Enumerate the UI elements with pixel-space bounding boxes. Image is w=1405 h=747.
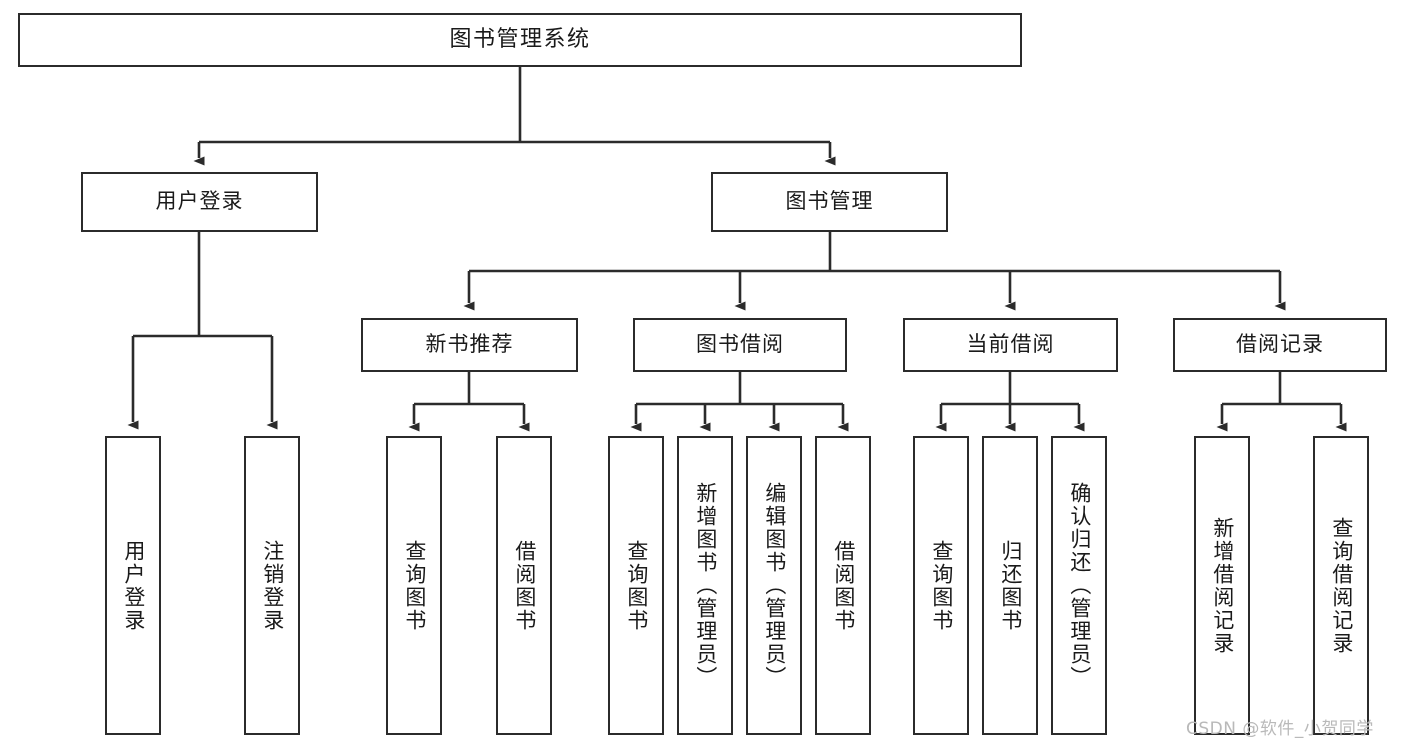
node-borrow-record[interactable]: 借阅记录 bbox=[1173, 318, 1387, 372]
node-label: 查询图书 bbox=[929, 539, 954, 632]
node-label: 图书借阅 bbox=[696, 332, 784, 357]
leaf-add-book-admin[interactable]: 新增图书（管理员） bbox=[677, 436, 733, 735]
node-user-login[interactable]: 用户登录 bbox=[81, 172, 318, 232]
node-label: 图书管理系统 bbox=[449, 26, 591, 52]
node-label: 新增图书（管理员） bbox=[693, 482, 718, 689]
leaf-query-book-current[interactable]: 查询图书 bbox=[913, 436, 969, 735]
node-label: 新书推荐 bbox=[425, 332, 514, 357]
leaf-borrow-book[interactable]: 借阅图书 bbox=[815, 436, 871, 735]
node-label: 新增借阅记录 bbox=[1210, 516, 1235, 655]
node-current-borrow[interactable]: 当前借阅 bbox=[903, 318, 1118, 372]
node-book-manage[interactable]: 图书管理 bbox=[711, 172, 948, 232]
node-label: 用户登录 bbox=[155, 189, 244, 214]
node-label: 查询图书 bbox=[402, 539, 427, 632]
leaf-return-book[interactable]: 归还图书 bbox=[982, 436, 1038, 735]
node-label: 归还图书 bbox=[998, 539, 1023, 632]
node-label: 查询借阅记录 bbox=[1329, 516, 1354, 655]
leaf-query-book-borrow[interactable]: 查询图书 bbox=[608, 436, 664, 735]
watermark-text: CSDN @软件_小贺同学 bbox=[1186, 719, 1374, 739]
leaf-edit-book-admin[interactable]: 编辑图书（管理员） bbox=[746, 436, 802, 735]
node-label: 确认归还（管理员） bbox=[1067, 482, 1092, 689]
leaf-query-book-recommend[interactable]: 查询图书 bbox=[386, 436, 442, 735]
leaf-confirm-return-admin[interactable]: 确认归还（管理员） bbox=[1051, 436, 1107, 735]
node-label: 图书管理 bbox=[785, 189, 874, 214]
node-label: 借阅图书 bbox=[831, 539, 856, 632]
leaf-user-login[interactable]: 用户登录 bbox=[105, 436, 161, 735]
node-label: 注销登录 bbox=[260, 539, 285, 632]
node-label: 当前借阅 bbox=[966, 332, 1055, 357]
leaf-query-borrow-record[interactable]: 查询借阅记录 bbox=[1313, 436, 1369, 735]
node-label: 借阅图书 bbox=[512, 539, 537, 632]
node-book-borrow[interactable]: 图书借阅 bbox=[633, 318, 847, 372]
node-label: 借阅记录 bbox=[1236, 332, 1324, 357]
node-label: 编辑图书（管理员） bbox=[762, 482, 787, 689]
node-label: 查询图书 bbox=[624, 539, 649, 632]
leaf-user-logout[interactable]: 注销登录 bbox=[244, 436, 300, 735]
node-label: 用户登录 bbox=[121, 539, 146, 632]
node-root-system[interactable]: 图书管理系统 bbox=[18, 13, 1022, 67]
leaf-add-borrow-record[interactable]: 新增借阅记录 bbox=[1194, 436, 1250, 735]
node-new-book-recommend[interactable]: 新书推荐 bbox=[361, 318, 578, 372]
leaf-borrow-book-recommend[interactable]: 借阅图书 bbox=[496, 436, 552, 735]
